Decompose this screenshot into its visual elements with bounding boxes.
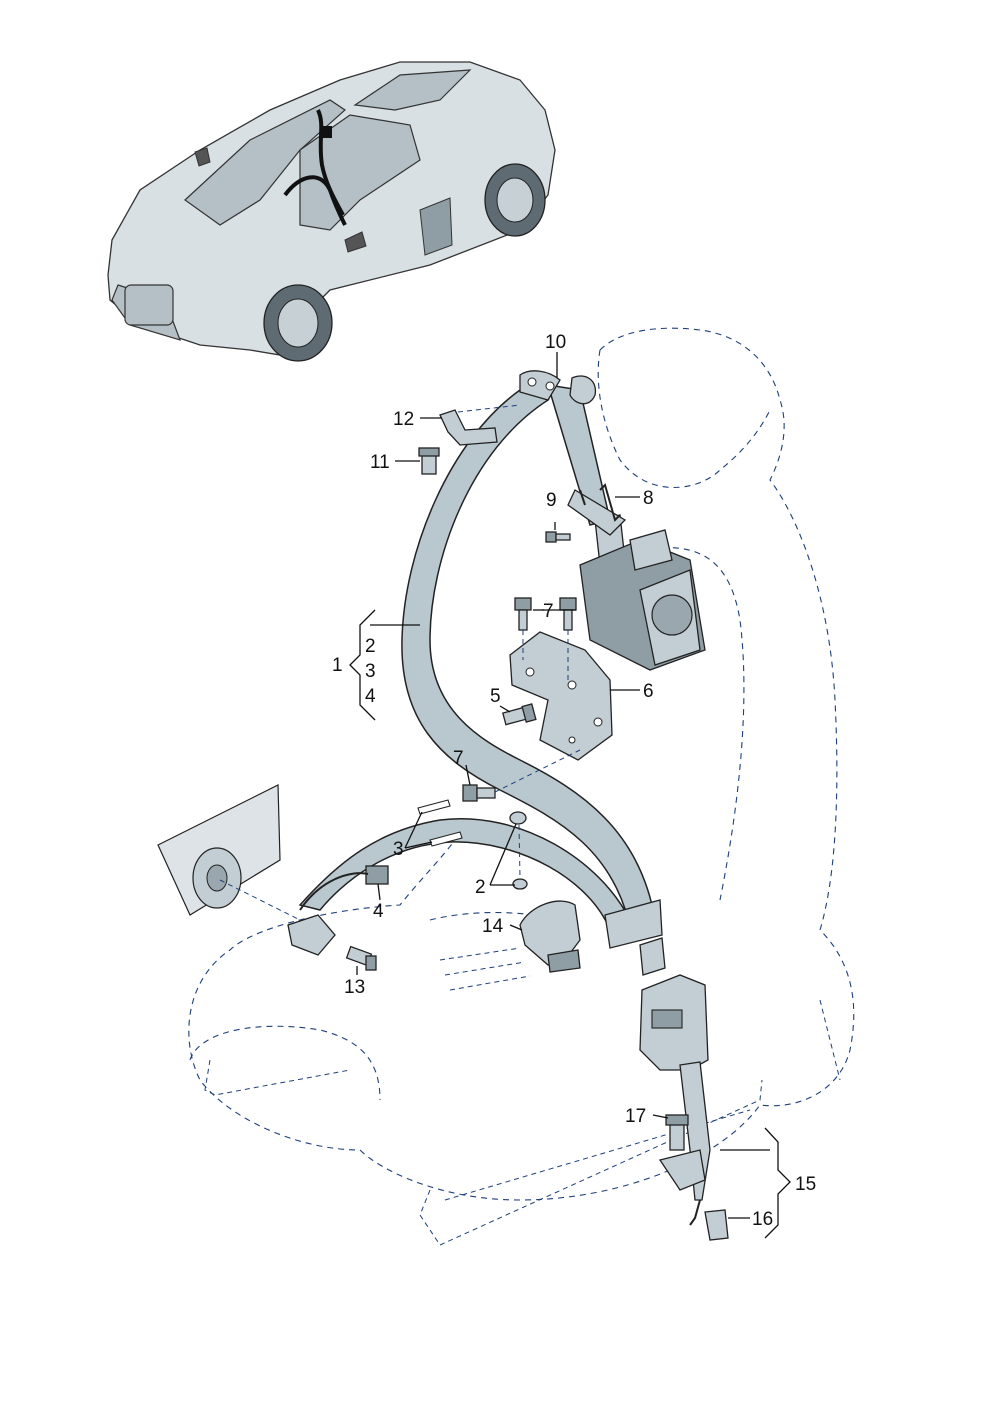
callout-3a: 3 xyxy=(365,661,376,682)
callout-13: 13 xyxy=(344,977,365,998)
belt-buckle-icon xyxy=(639,974,729,1241)
callout-3b: 3 xyxy=(393,839,404,860)
callout-14: 14 xyxy=(482,916,504,937)
connector-icon-4 xyxy=(299,865,389,911)
callout-2a: 2 xyxy=(365,636,376,657)
cap-icon-2 xyxy=(509,811,528,890)
anchor-icon-13 xyxy=(287,914,377,971)
callout-16: 16 xyxy=(752,1209,773,1230)
trim-cover-icon-14 xyxy=(519,900,581,973)
callouts: 10 12 11 8 9 7 1 2 3 4 5 6 7 3 2 4 14 13… xyxy=(332,332,816,1230)
callout-15: 15 xyxy=(795,1174,816,1195)
bolt-icon-9 xyxy=(545,531,571,543)
seat-belt-icon xyxy=(298,370,666,976)
bolt-icon-11 xyxy=(418,447,440,475)
clip-icon-12 xyxy=(439,404,521,446)
callout-6: 6 xyxy=(643,681,654,702)
bolt-icon-7a xyxy=(514,597,532,660)
cover-icon-3 xyxy=(417,799,463,847)
retractor-bracket-icon xyxy=(509,631,613,761)
belt-retractor-icon xyxy=(567,483,706,671)
callout-2b: 2 xyxy=(475,877,486,898)
callout-11: 11 xyxy=(370,452,390,473)
callout-9: 9 xyxy=(546,490,557,511)
bolt-icon-5 xyxy=(502,703,537,726)
callout-10: 10 xyxy=(545,332,566,353)
callout-17: 17 xyxy=(625,1106,646,1127)
leader-lines xyxy=(349,352,791,1239)
callout-8: 8 xyxy=(643,488,654,509)
car-thumbnail-icon xyxy=(107,61,556,362)
callout-7a: 7 xyxy=(543,601,554,622)
callout-1: 1 xyxy=(332,655,343,676)
callout-4a: 4 xyxy=(365,686,376,707)
pillar-anchor-icon xyxy=(157,784,311,926)
callout-12: 12 xyxy=(393,409,414,430)
callout-4b: 4 xyxy=(373,901,384,922)
callout-7b: 7 xyxy=(453,748,464,769)
callout-5: 5 xyxy=(490,686,501,707)
